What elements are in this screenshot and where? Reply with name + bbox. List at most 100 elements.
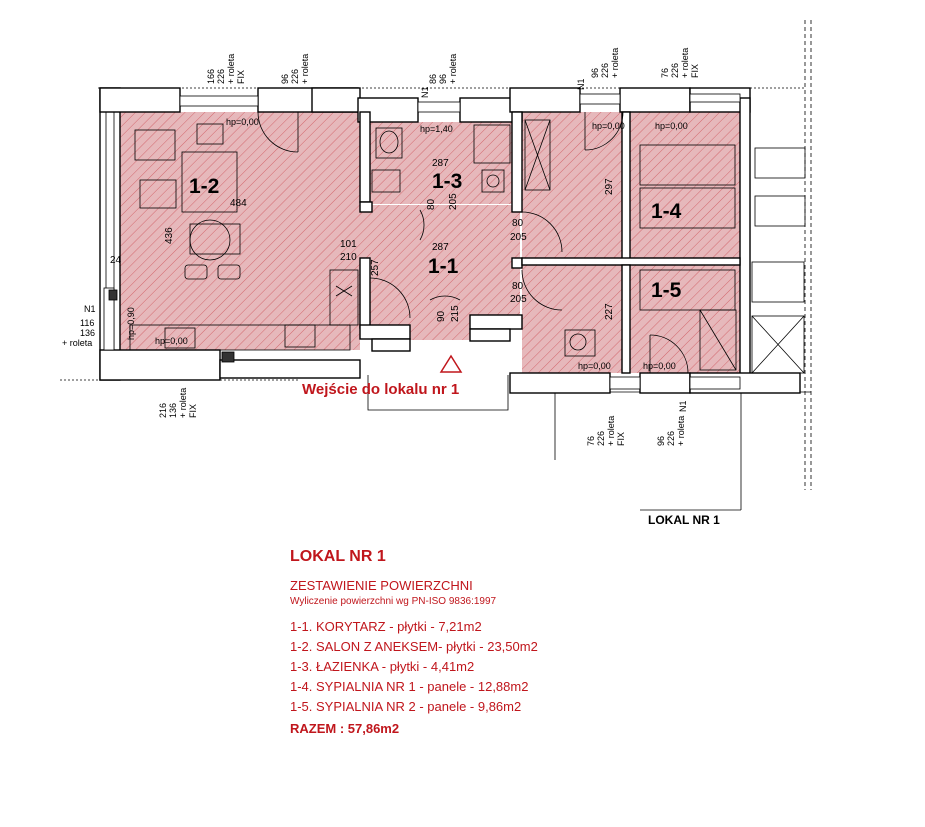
window-tag-text: 226	[670, 63, 680, 78]
window-tag-1: 166 226 + roleta FIX	[206, 54, 246, 84]
window-tag-text: 226	[600, 63, 610, 78]
window-tag-text: 96	[438, 74, 448, 84]
sill-hp000-d: hp=0,00	[578, 361, 611, 371]
room-label-1-4: 1-4	[651, 200, 682, 223]
legend-row: 1-1. KORYTARZ - płytki - 7,21m2	[290, 619, 482, 634]
legend-row: 1-3. ŁAZIENKA - płytki - 4,41m2	[290, 659, 475, 674]
n1-markers: N1 N1 N1 N1	[84, 78, 688, 412]
dim-210: 210	[340, 252, 357, 263]
window-tag-6: 216 136 + roleta FIX	[158, 388, 198, 418]
window-tag-text: 226	[216, 69, 226, 84]
room-label-1-1: 1-1	[428, 255, 459, 278]
window-tag-text: + roleta	[178, 388, 188, 418]
room-fills	[120, 112, 740, 373]
dim-205b: 205	[510, 294, 527, 305]
dim-80a: 80	[512, 218, 524, 229]
sill-hp140: hp=1,40	[420, 124, 453, 134]
window-tag-text: 96	[590, 68, 600, 78]
n1-marker: N1	[420, 86, 430, 98]
sill-hp000-e: hp=0,00	[643, 361, 676, 371]
dim-80b: 80	[512, 281, 524, 292]
n1-marker: N1	[84, 304, 96, 314]
dim-436: 436	[164, 227, 175, 244]
dim-101: 101	[340, 239, 357, 250]
window-tag-text: 226	[290, 69, 300, 84]
room-label-1-5: 1-5	[651, 279, 682, 302]
sill-hp000-c: hp=0,00	[655, 121, 688, 131]
room-1-5-fill	[522, 265, 740, 373]
furniture	[129, 119, 806, 374]
room-label-1-2: 1-2	[189, 175, 219, 198]
window-tag-text: + roleta	[606, 416, 616, 446]
dim-215: 215	[450, 305, 461, 322]
window-tag-text: 96	[280, 74, 290, 84]
sill-hp000-b: hp=0,00	[592, 121, 625, 131]
legend-title: LOKAL NR 1	[290, 548, 386, 565]
window-tag-text: FIX	[616, 432, 626, 446]
window-tag-text: FIX	[188, 404, 198, 418]
room-labels: 1-2 1-3 1-1 1-4 1-5	[189, 170, 682, 302]
dim-80c: 80	[426, 198, 437, 210]
legend-total: RAZEM : 57,86m2	[290, 721, 400, 736]
room-label-1-3: 1-3	[432, 170, 462, 193]
window-tag-2: 96 226 + roleta	[280, 54, 310, 84]
n1-marker: N1	[678, 400, 688, 412]
window-tag-text: 166	[206, 69, 216, 84]
window-tag-text: FIX	[236, 70, 246, 84]
window-tag-9: 116 136 + roleta	[62, 318, 95, 348]
legend-row: 1-2. SALON Z ANEKSEM- płytki - 23,50m2	[290, 639, 538, 654]
window-tag-4: 96 226 + roleta	[590, 48, 620, 78]
doors	[257, 111, 689, 374]
legend-row: 1-5. SYPIALNIA NR 2 - panele - 9,86m2	[290, 699, 522, 714]
window-tag-text: 96	[656, 436, 666, 446]
window-tag-text: 86	[428, 74, 438, 84]
walls	[99, 87, 801, 394]
dim-287b: 287	[432, 242, 449, 253]
legend-method: Wyliczenie powierzchni wg PN-ISO 9836:19…	[290, 596, 497, 607]
dim-227: 227	[604, 303, 615, 320]
lokal-callout: LOKAL NR 1	[648, 513, 720, 527]
window-tag-text: + roleta	[226, 54, 236, 84]
window-tag-text: 76	[586, 436, 596, 446]
windows	[103, 93, 741, 390]
window-tag-text: 216	[158, 403, 168, 418]
window-tag-text: 136	[80, 328, 95, 338]
window-tag-text: 116	[80, 318, 94, 328]
window-tag-3: 86 96 + roleta	[428, 54, 458, 84]
dim-90: 90	[436, 310, 447, 322]
sill-height-labels: hp=0,00 hp=1,40 hp=0,00 hp=0,00 hp=0,00 …	[126, 117, 688, 371]
window-tag-text: + roleta	[610, 48, 620, 78]
window-tag-text: + roleta	[676, 416, 686, 446]
dim-257: 257	[370, 259, 381, 276]
dim-287a: 287	[432, 158, 449, 169]
room-1-4-fill	[522, 112, 740, 260]
legend-subtitle: ZESTAWIENIE POWIERZCHNI	[290, 578, 473, 593]
window-tag-text: 136	[168, 403, 178, 418]
window-tag-text: + roleta	[62, 338, 92, 348]
window-tag-text: 226	[666, 431, 676, 446]
dimension-labels: 484 436 101 210 287 287 257 297 227 80 2…	[110, 158, 615, 322]
sill-hp090: hp=0,90	[126, 307, 136, 340]
dim-205a: 205	[510, 232, 527, 243]
window-tags: 166 226 + roleta FIX 96 226 + roleta 86 …	[62, 48, 700, 446]
dim-484: 484	[230, 198, 247, 209]
window-tag-text: + roleta	[300, 54, 310, 84]
window-tag-7: 76 226 + roleta FIX	[586, 416, 626, 446]
sill-hp000-a: hp=0,00	[226, 117, 259, 127]
window-tag-5: 76 226 + roleta FIX	[660, 48, 700, 78]
entrance-label: Wejście do lokalu nr 1	[302, 381, 460, 398]
window-tag-text: 76	[660, 68, 670, 78]
window-tag-8: 96 226 + roleta	[656, 416, 686, 446]
n1-marker: N1	[576, 78, 586, 90]
window-tag-text: + roleta	[448, 54, 458, 84]
area-legend: LOKAL NR 1 ZESTAWIENIE POWIERZCHNI Wylic…	[290, 548, 538, 736]
entrance-marker	[439, 354, 463, 373]
room-1-1-fill	[360, 205, 520, 340]
window-tag-text: 226	[596, 431, 606, 446]
sill-hp000-f: hp=0,00	[155, 336, 188, 346]
window-tag-text: FIX	[690, 64, 700, 78]
dim-24: 24	[110, 255, 122, 266]
dim-205c: 205	[448, 193, 459, 210]
window-tag-text: + roleta	[680, 48, 690, 78]
